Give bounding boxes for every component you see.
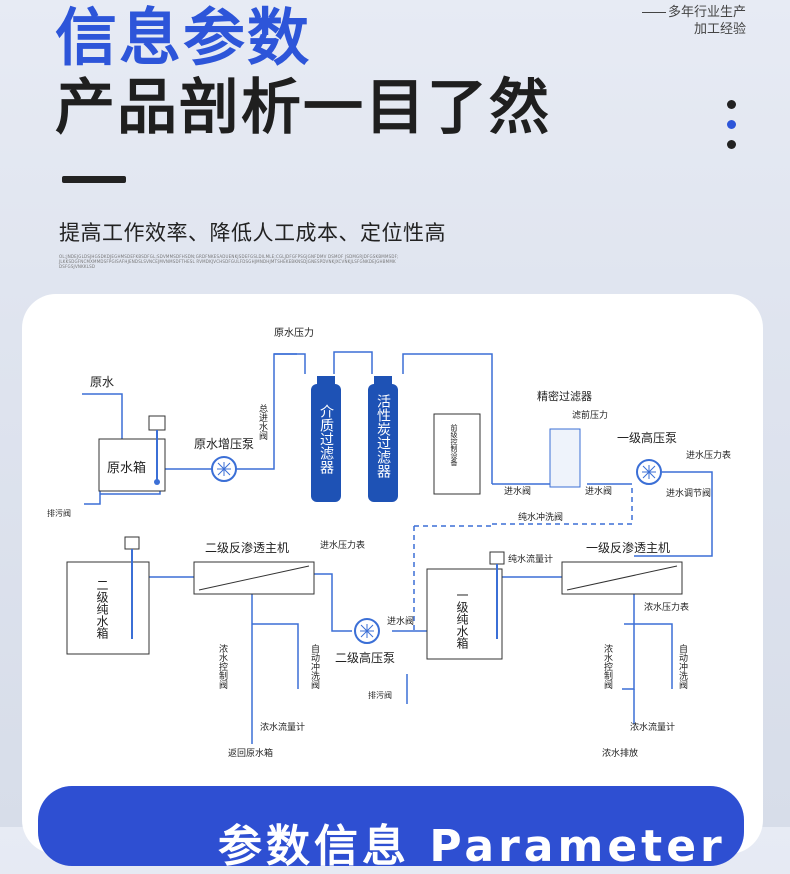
- parameter-banner: 参数信息 Parameter: [38, 786, 744, 872]
- pagination-dot[interactable]: [727, 140, 736, 149]
- label-drain-valve2: 排污阀: [368, 690, 392, 700]
- label-raw-water: 原水: [90, 375, 114, 389]
- pagination-dot[interactable]: [727, 100, 736, 109]
- label-inlet-pressure-gauge1: 进水压力表: [686, 449, 731, 461]
- label-conc-control-valve1: 浓水控制阀: [217, 644, 228, 690]
- label-raw-tank: 原水箱: [107, 460, 146, 476]
- label-auto-flush2: 自动冲洗阀: [677, 643, 688, 690]
- banner-text: 参数信息 Parameter: [218, 821, 726, 872]
- label-inlet-valve3: 进水阀: [387, 615, 414, 627]
- label-ro2-main: 二级反渗透主机: [205, 540, 289, 555]
- label-raw-pressure: 原水压力: [274, 326, 314, 339]
- label-drain-valve1: 排污阀: [47, 508, 71, 518]
- pagination-dots: [727, 100, 737, 160]
- label-conc-flow-meter2: 浓水流量计: [630, 721, 675, 733]
- experience-line1: 多年行业生产: [642, 4, 746, 21]
- label-conc-discharge: 浓水排放: [602, 747, 638, 759]
- label-hp-pump1: 一级高压泵: [617, 430, 677, 445]
- experience-tag: 多年行业生产 加工经验: [642, 4, 746, 38]
- label-flush-valve: 纯水冲洗阀: [518, 511, 563, 523]
- label-inlet-pressure-gauge2: 进水压力表: [320, 539, 365, 551]
- label-ro2-tank: 二级纯水箱: [95, 579, 109, 639]
- label-media-filter: 介质过滤器: [318, 404, 334, 474]
- label-ro1-main: 一级反渗透主机: [586, 540, 670, 555]
- label-conc-flow-meter1: 浓水流量计: [260, 721, 305, 733]
- label-hp-pump2: 二级高压泵: [335, 650, 395, 665]
- label-return-raw-tank: 返回原水箱: [228, 747, 273, 759]
- process-diagram: 原水 原水箱 原水增压泵 原水压力 总进水阀 介质过滤器 活性炭过滤器 前级控制…: [47, 326, 731, 759]
- label-pure-flow-meter: 纯水流量计: [508, 553, 553, 565]
- experience-line2: 加工经验: [693, 22, 746, 37]
- diagram-card: 原水 原水箱 原水增压泵 原水压力 总进水阀 介质过滤器 活性炭过滤器 前级控制…: [22, 294, 763, 854]
- label-booster-pump: 原水增压泵: [194, 437, 254, 451]
- fine-print: OL;JNDEJGLDSJHGSDKDJEGHMSDEFKBSDFGL;SDVM…: [59, 254, 399, 269]
- subtitle: 提高工作效率、降低人工成本、定位性高: [59, 221, 446, 245]
- label-pre-filter-pressure: 滤前压力: [572, 409, 608, 421]
- label-conc-pressure-gauge: 浓水压力表: [644, 601, 689, 613]
- label-inlet-adj-valve: 进水调节阀: [666, 487, 711, 499]
- label-conc-control-valve2: 浓水控制阀: [602, 644, 613, 690]
- label-ro1-tank: 一级纯水箱: [455, 589, 469, 649]
- label-auto-flush1: 自动冲洗阀: [309, 643, 320, 690]
- pagination-dot-active[interactable]: [727, 120, 736, 129]
- label-inlet-valve2: 进水阀: [585, 485, 612, 497]
- title-divider: [62, 176, 126, 183]
- title-line2: 产品剖析一目了然: [55, 73, 551, 143]
- label-inlet-valve: 总进水阀: [257, 403, 268, 441]
- label-precision-filter: 精密过滤器: [537, 389, 592, 403]
- label-control-equip: 前级控制设备: [450, 423, 458, 467]
- label-carbon-filter: 活性炭过滤器: [375, 394, 391, 478]
- title-line1: 信息参数: [55, 1, 312, 74]
- label-inlet-valve1: 进水阀: [504, 485, 531, 497]
